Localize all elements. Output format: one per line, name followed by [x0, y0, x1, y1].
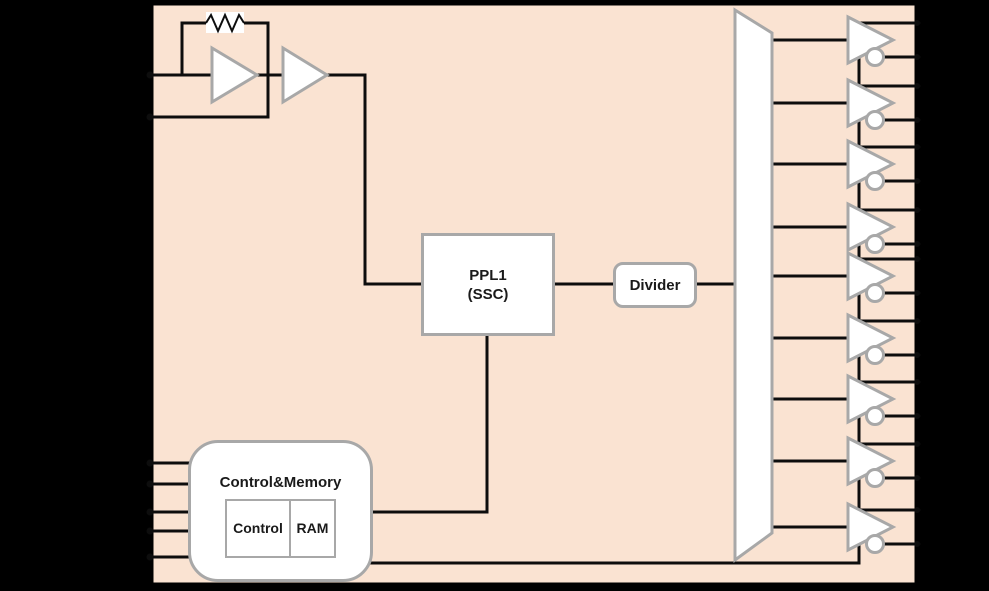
output-pin-dot [914, 475, 920, 481]
oscillator-feedback-wire [149, 21, 270, 119]
ram-sub-block: RAM [289, 501, 334, 556]
output-pin-dot [914, 144, 920, 150]
input-pin-dot [146, 508, 154, 516]
pll-block: PPL1 (SSC) [421, 233, 555, 336]
pin-dots [146, 20, 920, 561]
input-pin-dot [146, 527, 154, 535]
control-memory-title: Control&Memory [219, 474, 342, 491]
output-pin-dot [914, 413, 920, 419]
output-pin-dot [914, 379, 920, 385]
output-pin-dot [914, 207, 920, 213]
inversion-bubble-icon [865, 468, 885, 488]
output-pin-dot [914, 318, 920, 324]
inversion-bubble-icon [865, 406, 885, 426]
control-to-buffers-rail [370, 30, 861, 565]
output-buffers [846, 14, 897, 554]
divider-block: Divider [613, 262, 697, 308]
resistor-zigzag-icon [205, 12, 245, 34]
inversion-bubble-icon [865, 345, 885, 365]
input-pin-dot [146, 71, 154, 79]
output-pin-dot [914, 256, 920, 262]
inversion-bubble-icon [865, 110, 885, 130]
oscillator-buffer-icon [281, 45, 330, 105]
output-pin-dot [914, 352, 920, 358]
output-pin-dot [914, 178, 920, 184]
mux-trapezoid-icon [733, 7, 774, 563]
pll-label-line1: PPL1 [469, 266, 507, 284]
input-pin-dot [146, 459, 154, 467]
input-pin-dot [146, 113, 154, 121]
inversion-bubble-icon [865, 234, 885, 254]
output-pin-dot [914, 290, 920, 296]
oscillator-amp-icon [210, 45, 260, 105]
output-pin-dot [914, 507, 920, 513]
pll-label-line2: (SSC) [467, 285, 509, 303]
output-pin-dot [914, 541, 920, 547]
output-pin-dot [914, 241, 920, 247]
input-pin-dot [146, 480, 154, 488]
output-pin-dot [914, 441, 920, 447]
output-pin-dot [914, 54, 920, 60]
control-sub-block: Control [233, 520, 283, 536]
pll-to-control-wire [371, 336, 489, 514]
control-memory-inner: Control RAM [225, 499, 336, 558]
output-pin-dot [914, 20, 920, 26]
input-pin-dot [146, 553, 154, 561]
output-pin-dot [914, 83, 920, 89]
output-pin-dot [914, 117, 920, 123]
control-memory-block: Control&Memory Control RAM [188, 440, 373, 582]
inversion-bubble-icon [865, 47, 885, 67]
inversion-bubble-icon [865, 283, 885, 303]
inversion-bubble-icon [865, 534, 885, 554]
inversion-bubble-icon [865, 171, 885, 191]
